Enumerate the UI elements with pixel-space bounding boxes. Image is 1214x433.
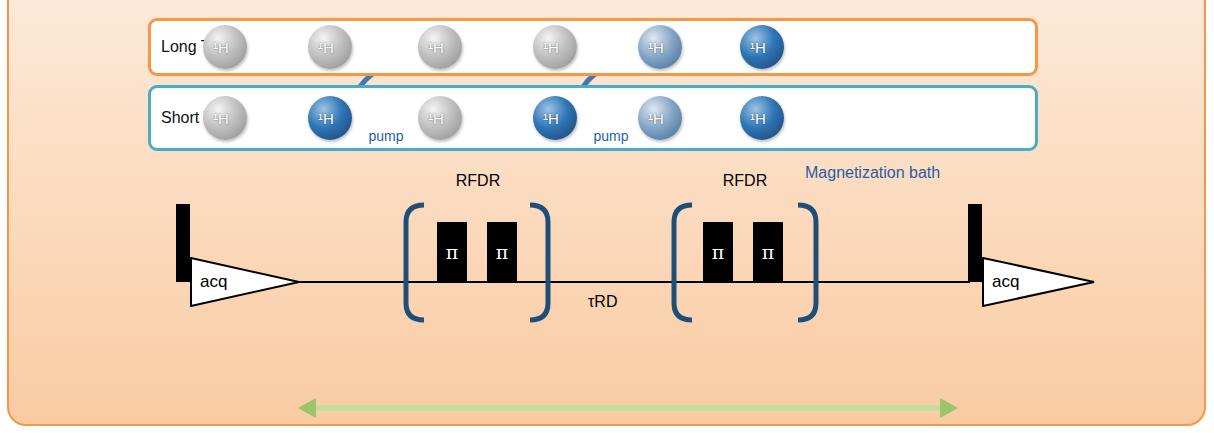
acquisition-fid: acq — [190, 257, 300, 307]
proton-sphere: ¹H — [308, 25, 352, 69]
nucleus-label: ¹H — [543, 110, 559, 127]
proton-sphere: ¹H — [418, 25, 462, 69]
baseline — [298, 281, 970, 283]
edge-label: pump — [593, 128, 628, 144]
nucleus-label: ¹H — [213, 39, 229, 56]
proton-sphere: ¹H — [740, 96, 784, 140]
bath-label: Magnetization bath — [805, 164, 940, 182]
pi-pulse: π — [753, 222, 783, 282]
proton-sphere: ¹H — [203, 25, 247, 69]
nucleus-label: ¹H — [750, 110, 766, 127]
pulse-label: π — [712, 241, 725, 263]
bracket — [798, 205, 816, 320]
delay-label: τRD — [588, 293, 617, 311]
nucleus-label: ¹H — [318, 39, 334, 56]
bracket — [530, 205, 548, 320]
short-t1-band: Short T₁¹H¹H¹H¹H¹H¹H — [148, 85, 1038, 151]
pi-pulse: π — [703, 222, 733, 282]
pi-pulse: π — [437, 222, 467, 282]
nucleus-label: ¹H — [428, 39, 444, 56]
bracket — [674, 205, 692, 320]
excitation-pulse — [176, 204, 190, 282]
acquisition-fid: acq — [982, 257, 1095, 307]
proton-sphere: ¹H — [308, 96, 352, 140]
proton-sphere: ¹H — [638, 25, 682, 69]
proton-sphere: ¹H — [533, 96, 577, 140]
acq-label: acq — [200, 272, 227, 292]
excitation-pulse — [968, 204, 982, 282]
nucleus-label: ¹H — [213, 110, 229, 127]
delay-arrow-head — [298, 398, 316, 418]
long-t1-band: Long T₁¹H¹H¹H¹H¹H¹H — [148, 18, 1038, 76]
edge-label: pump — [368, 128, 403, 144]
pulse-label: π — [762, 241, 775, 263]
nucleus-label: ¹H — [648, 110, 664, 127]
fid-outline — [983, 258, 1094, 306]
panel — [8, 0, 1205, 425]
delay-arrow — [312, 405, 944, 411]
proton-sphere: ¹H — [740, 25, 784, 69]
proton-sphere: ¹H — [418, 96, 462, 140]
fid-outline — [191, 258, 299, 306]
nucleus-label: ¹H — [318, 110, 334, 127]
pulse-label: π — [446, 241, 459, 263]
nucleus-label: ¹H — [543, 39, 559, 56]
pi-pulse: π — [487, 222, 517, 282]
bracket — [406, 205, 424, 320]
nucleus-label: ¹H — [428, 110, 444, 127]
pulse-label: π — [496, 241, 509, 263]
proton-sphere: ¹H — [533, 25, 577, 69]
acq-label: acq — [992, 272, 1019, 292]
sequence-label: RFDR — [723, 172, 767, 190]
sequence-label: RFDR — [456, 172, 500, 190]
proton-sphere: ¹H — [638, 96, 682, 140]
proton-sphere: ¹H — [203, 96, 247, 140]
nucleus-label: ¹H — [648, 39, 664, 56]
nucleus-label: ¹H — [750, 39, 766, 56]
delay-arrow-head — [940, 398, 958, 418]
